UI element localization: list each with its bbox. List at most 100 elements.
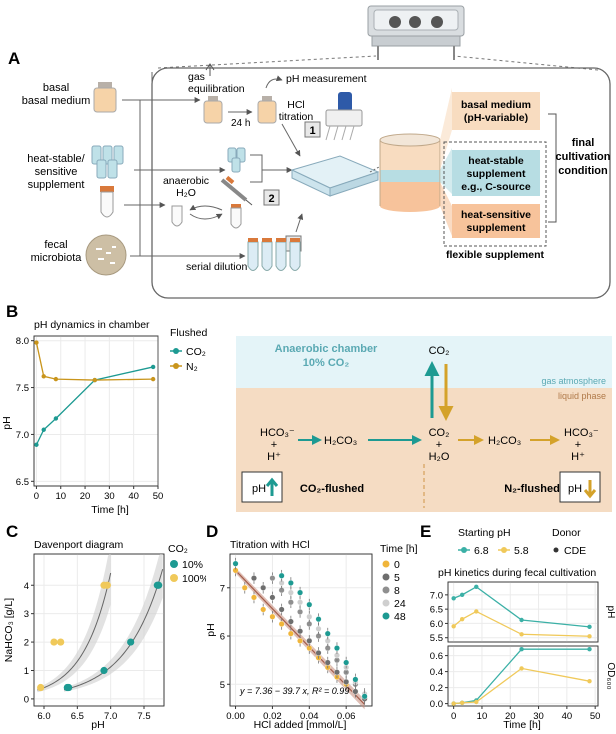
data-point-10% — [127, 638, 135, 646]
x-tick-label: 0.02 — [263, 711, 282, 722]
panel-b: B — [6, 302, 18, 321]
flexible-supplement-label: flexible supplement — [446, 249, 545, 261]
data-point-24 — [306, 613, 313, 620]
data-point-8 — [269, 575, 276, 582]
svg-text:basal: basal — [43, 82, 69, 94]
legend-b-co2: CO₂ — [186, 346, 206, 358]
y-tick-label: 5.5 — [430, 633, 443, 644]
data-point-24 — [315, 625, 322, 632]
data-point — [451, 596, 456, 601]
data-point-0 — [297, 637, 304, 644]
facet-label: pH — [605, 606, 616, 619]
y-tick-label: 0.6 — [430, 651, 443, 662]
data-point — [459, 616, 465, 622]
x-tick-label: 0 — [34, 491, 39, 502]
label-heat-3: supplement — [28, 179, 85, 191]
chart-d-ylabel: pH — [206, 623, 217, 636]
chart-e: E Starting pH Donor 6.8 5.8 CDE pH kinet… — [420, 522, 616, 731]
legend-c-10: 10% — [182, 559, 203, 571]
data-point — [519, 647, 524, 652]
co2-flushed-label: CO₂-flushed — [300, 483, 364, 495]
data-point-24 — [297, 599, 304, 606]
gas-label-2: equilibration — [188, 83, 245, 95]
fit-curve — [37, 572, 112, 691]
x-tick-label: 40 — [128, 491, 139, 502]
x-tick-label: 50 — [153, 491, 164, 502]
x-tick-label: 20 — [80, 491, 91, 502]
data-point — [474, 584, 479, 590]
chart-c-xlabel: pH — [91, 719, 104, 731]
x-tick-label: 0 — [451, 711, 456, 722]
y-tick-label: 6.5 — [16, 477, 29, 488]
h2co3-left: H₂CO₃ — [324, 435, 357, 447]
data-point-5 — [306, 637, 313, 644]
data-point — [150, 364, 156, 370]
chart-b-title: pH dynamics in chamber — [34, 319, 150, 331]
x-tick-label: 6.5 — [71, 711, 84, 722]
chart-b: pH dynamics in chamber Time [h] pH Flush… — [1, 319, 208, 516]
y-tick-label: 3 — [24, 609, 29, 620]
svg-text:1: 1 — [309, 125, 315, 137]
data-point-0 — [278, 620, 285, 627]
x-tick-label: 0.04 — [300, 711, 319, 722]
chart-c-ylabel: NaHCO₃ [g/L] — [3, 598, 15, 662]
plot-border — [33, 553, 165, 707]
tube-icon — [100, 186, 114, 218]
chart-b-ylabel: pH — [1, 416, 13, 429]
data-point — [451, 701, 456, 706]
data-point — [474, 699, 479, 705]
legend-b-n2: N₂ — [186, 361, 198, 373]
x-tick-label: 40 — [562, 711, 573, 722]
data-point-5 — [324, 659, 331, 666]
y-tick-label: 6.0 — [430, 619, 443, 630]
data-point-48 — [278, 572, 285, 579]
x-tick-label: 7.0 — [104, 711, 117, 722]
data-point — [587, 624, 592, 630]
data-point-48 — [306, 601, 313, 608]
label-heat-1: heat-stable/ — [27, 153, 85, 165]
data-point-8 — [287, 599, 294, 606]
panel-label-a: A — [8, 49, 20, 68]
y-tick-label: 7.0 — [16, 430, 29, 441]
plot-border — [447, 645, 599, 707]
chart-d: D Titration with HCl HCl added [mmol/L] … — [206, 522, 418, 731]
data-point-5 — [297, 628, 304, 635]
y-tick-label: 7.0 — [430, 590, 443, 601]
label-basal-medium: basal medium — [22, 95, 90, 107]
y-tick-label: 1 — [24, 666, 29, 677]
x-tick-label: 0.00 — [226, 711, 245, 722]
x-tick-label: 0.06 — [337, 711, 356, 722]
data-point-48 — [287, 579, 294, 586]
gas-atmosphere-label: gas atmosphere — [541, 376, 606, 386]
tube-small-b-icon — [230, 204, 242, 229]
chart-d-title: Titration with HCl — [230, 539, 310, 551]
data-point-0 — [250, 594, 257, 601]
data-point-8 — [297, 608, 304, 615]
chart-e-title: pH kinetics during fecal cultivation — [438, 567, 596, 579]
step-badge-1: 1 — [304, 121, 321, 138]
x-tick-label: 10 — [55, 491, 66, 502]
h2o-liquid: H₂O — [429, 451, 450, 463]
y-tick-label: 4 — [24, 581, 29, 592]
dilution-tubes-icon — [247, 238, 301, 271]
y-tick-label: 8.0 — [16, 336, 29, 347]
heat-sensitive-box — [452, 204, 540, 238]
hplus-left: H⁺ — [267, 451, 281, 463]
plus-left: + — [271, 439, 277, 451]
hplus-right: H⁺ — [571, 451, 585, 463]
x-tick-label: 50 — [590, 711, 601, 722]
basal-bottle-icon — [93, 82, 117, 113]
panel-label-c: C — [6, 522, 18, 541]
measured-bottle-icon — [257, 96, 277, 124]
legend-d-8: 8 — [394, 585, 400, 597]
panel-label-d: D — [206, 522, 218, 541]
data-point-48 — [361, 693, 368, 700]
data-point-5 — [343, 678, 350, 685]
legend-d-24: 24 — [394, 598, 406, 610]
y-tick-label: 0.4 — [430, 667, 443, 678]
legend-e-cde: CDE — [564, 545, 586, 557]
step-badge-2: 2 — [263, 189, 280, 206]
data-point — [451, 624, 456, 629]
x-tick-label: 20 — [505, 711, 516, 722]
data-point-5 — [315, 649, 322, 656]
